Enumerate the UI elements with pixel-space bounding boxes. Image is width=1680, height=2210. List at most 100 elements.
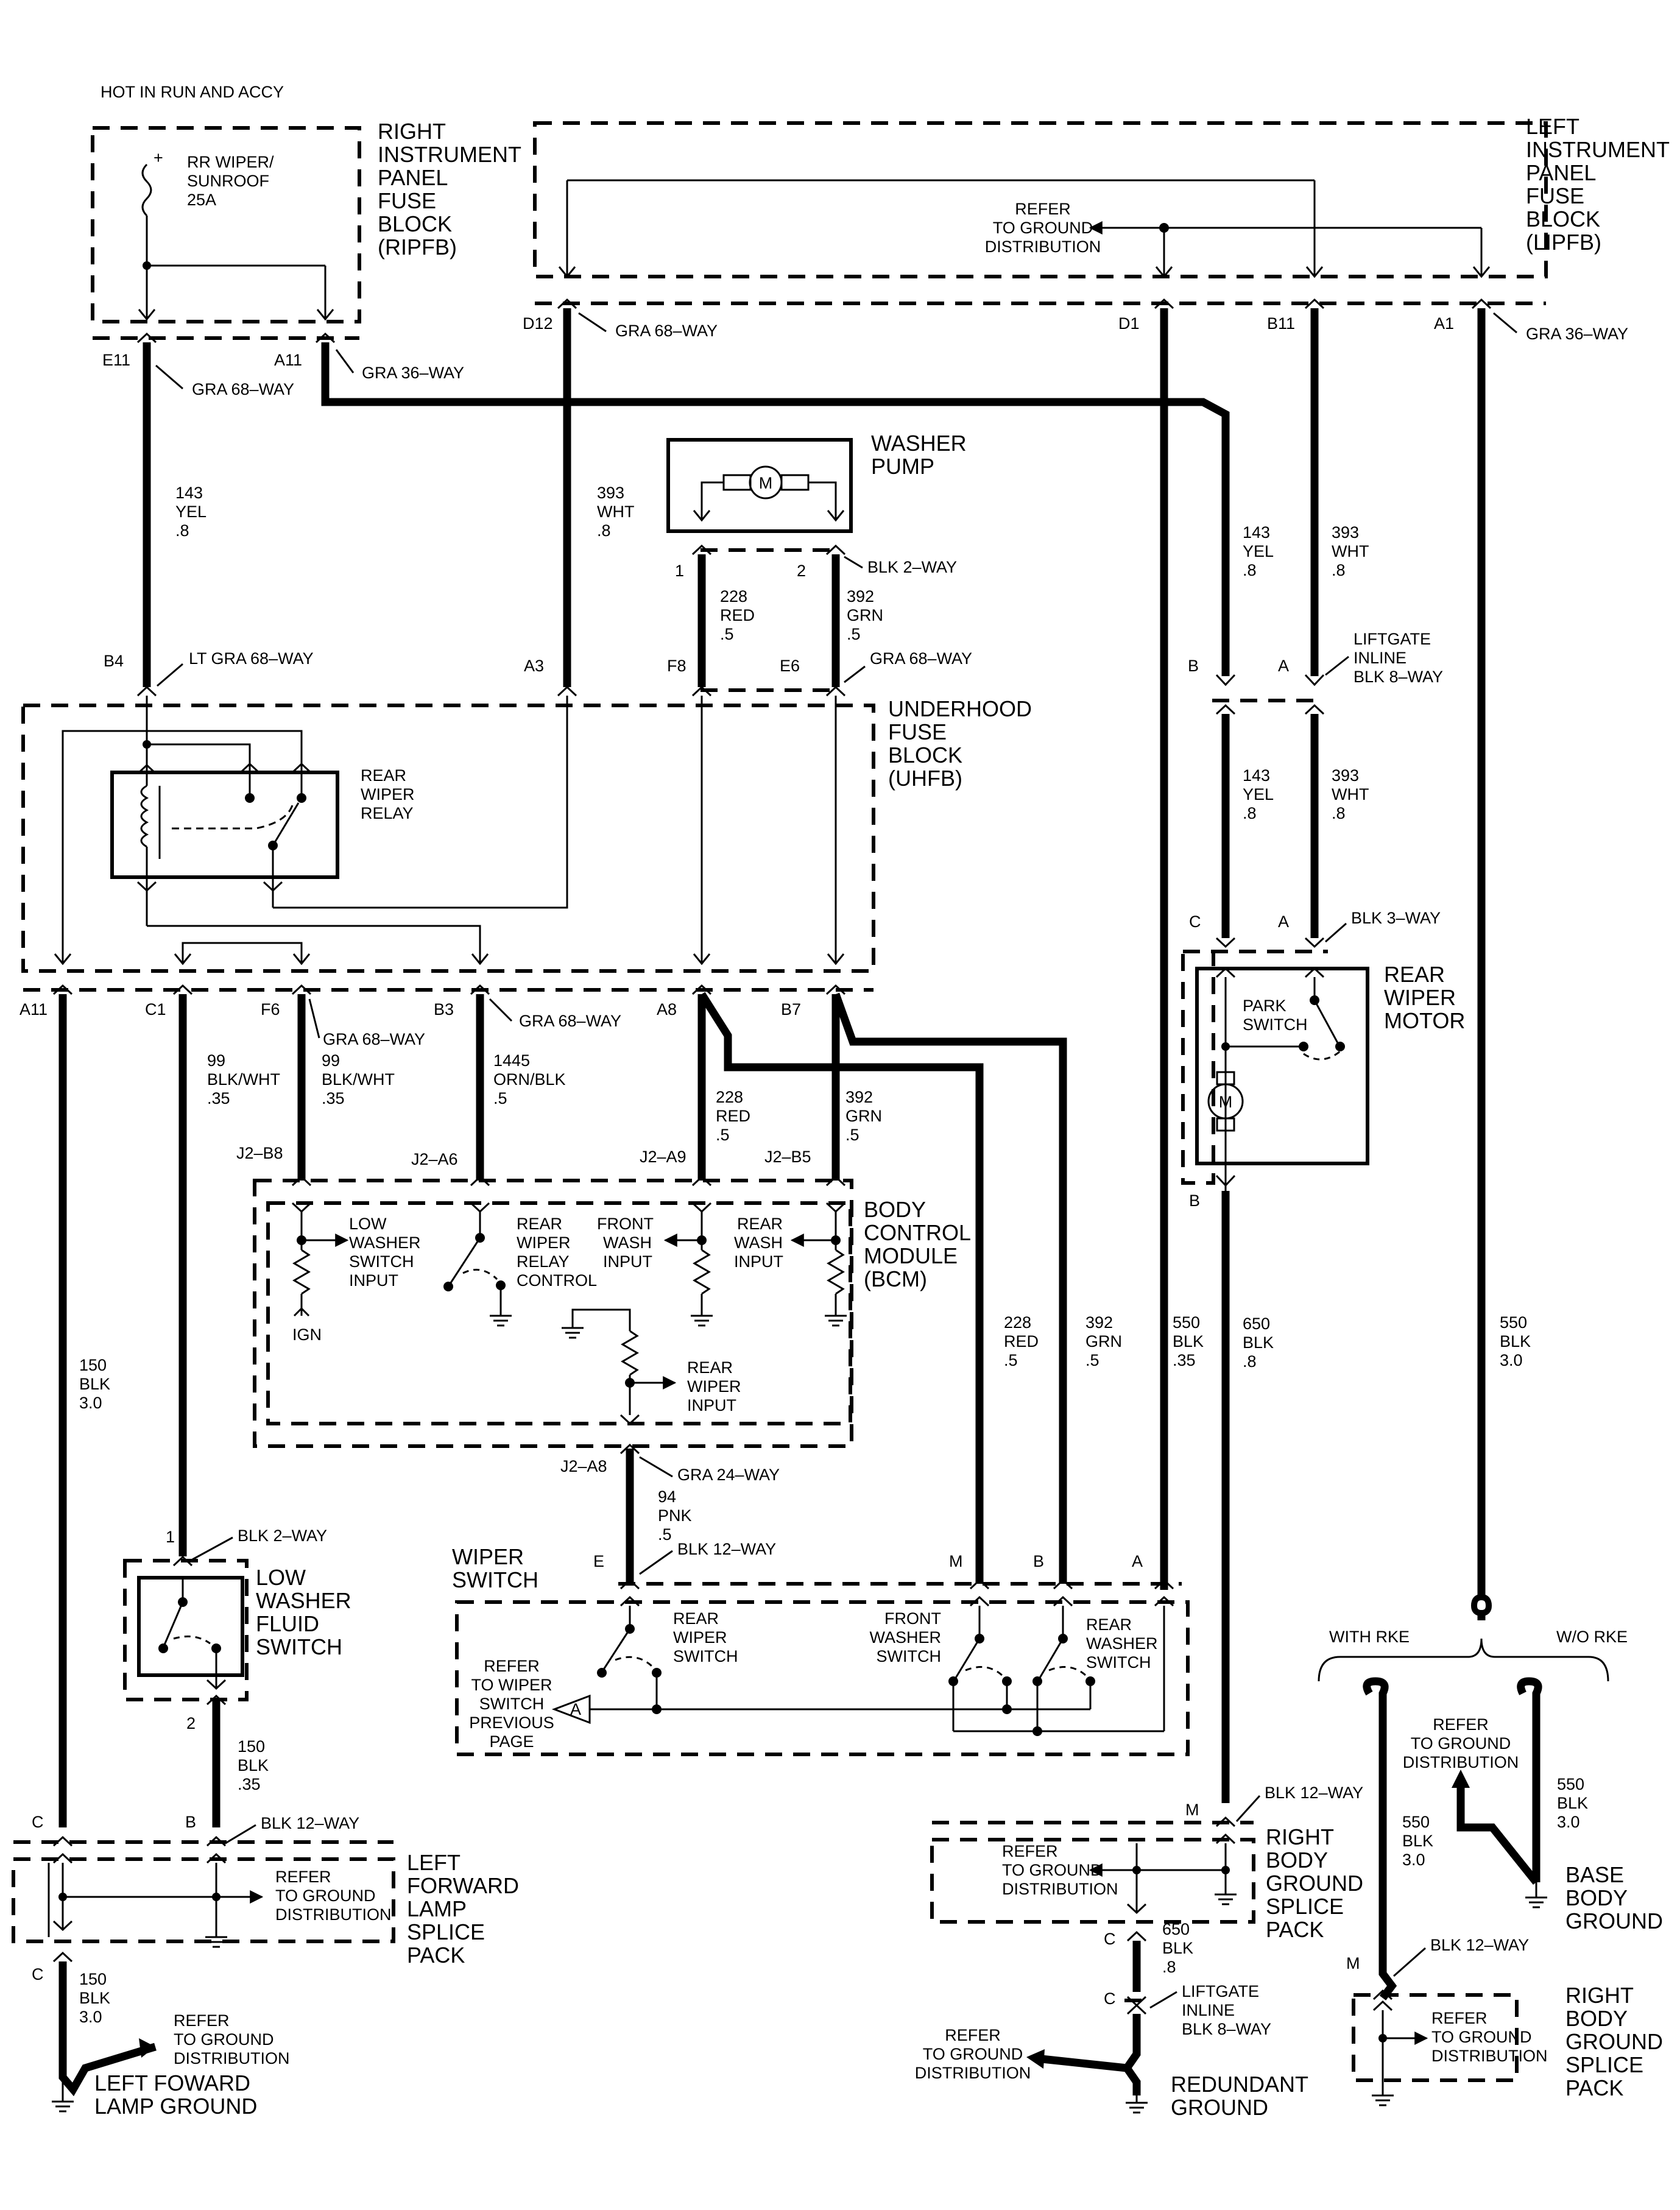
uhfb-block <box>21 696 875 973</box>
connector-chevrons <box>136 298 1492 344</box>
left-forward-lamp-splice-pack <box>12 1835 395 1963</box>
rke-branch <box>1318 1594 1609 2000</box>
washer-pump: M <box>666 438 853 533</box>
pin-b11: B11 <box>1267 314 1295 333</box>
pin-lift-b: B <box>1188 657 1199 675</box>
right-body-ground-splice-pack-2 <box>1352 1989 1519 2106</box>
pin-lwfs-2: 2 <box>186 1714 196 1732</box>
conn-gra36-a11: GRA 36–WAY <box>362 364 464 382</box>
wires-top <box>143 308 1486 1597</box>
right-body-ground-splice-pack <box>930 1816 1255 2114</box>
pin-ws-a: A <box>1132 1552 1143 1570</box>
pin-f6: F6 <box>261 1000 280 1019</box>
pin-lf-c2: C <box>32 1965 44 1983</box>
pin-a11-top: A11 <box>274 351 302 369</box>
pin-j2-a8: J2–A8 <box>560 1457 607 1475</box>
pin-lwfs-1: 1 <box>166 1528 175 1546</box>
conn-blk12-m2: BLK 12–WAY <box>1430 1936 1529 1954</box>
conn-blk2-lwfs: BLK 2–WAY <box>238 1527 327 1545</box>
pin-a11-uhfb: A11 <box>19 1000 48 1019</box>
svg-text:+: + <box>154 149 163 167</box>
conn-blk3-motor: BLK 3–WAY <box>1351 909 1441 927</box>
pin-ws-m: M <box>949 1552 963 1570</box>
pin-ws-b: B <box>1033 1552 1044 1570</box>
pin-b4: B4 <box>104 652 124 670</box>
conn-gra68-b3: GRA 68–WAY <box>519 1012 621 1030</box>
uhfb-bottom-chevrons <box>52 984 846 995</box>
liftgate-connector-top <box>1212 674 1325 938</box>
pin-rb2-m: M <box>1346 1954 1360 1972</box>
pin-motor-b: B <box>1189 1191 1200 1210</box>
conn-gra24-j2a8: GRA 24–WAY <box>677 1466 780 1484</box>
rear-wiper-motor <box>1181 937 1369 1194</box>
conn-gra68-f6: GRA 68–WAY <box>323 1030 425 1048</box>
bcm-module <box>253 1175 853 1455</box>
pin-a3: A3 <box>524 657 544 675</box>
pin-e6: E6 <box>780 657 800 675</box>
pump-connector <box>691 544 846 692</box>
pin-b7: B7 <box>781 1000 801 1019</box>
conn-blk12-b: BLK 12–WAY <box>261 1814 359 1832</box>
with-rke-label: WITH RKE <box>1329 1628 1410 1646</box>
pin-j2-a6: J2–A6 <box>411 1150 458 1168</box>
wiper-switch <box>455 1578 1190 1756</box>
motor-m-label: M <box>1219 1093 1233 1111</box>
pin-lift-a: A <box>1278 657 1289 675</box>
svg-text:M: M <box>759 474 773 492</box>
hot-in-run-note: HOT IN RUN AND ACCY <box>101 83 284 101</box>
bcm-ign-label: IGN <box>292 1326 322 1344</box>
rear-wiper-relay-box <box>110 771 339 879</box>
pin-motor-a: A <box>1278 913 1289 931</box>
pin-c1: C1 <box>145 1000 166 1019</box>
pin-d1: D1 <box>1118 314 1140 333</box>
conn-blk2-pump: BLK 2–WAY <box>867 558 957 576</box>
pin-a8: A8 <box>657 1000 677 1019</box>
pin-a1: A1 <box>1434 314 1454 333</box>
left-forward-lamp-ground <box>52 1961 157 2113</box>
low-washer-fluid-switch <box>123 1555 249 1706</box>
conn-blk12-e: BLK 12–WAY <box>677 1540 776 1558</box>
conn-lt-gra68-b4: LT GRA 68–WAY <box>189 649 314 668</box>
pin-lf-c: C <box>32 1813 44 1831</box>
pin-b3: B3 <box>434 1000 454 1019</box>
